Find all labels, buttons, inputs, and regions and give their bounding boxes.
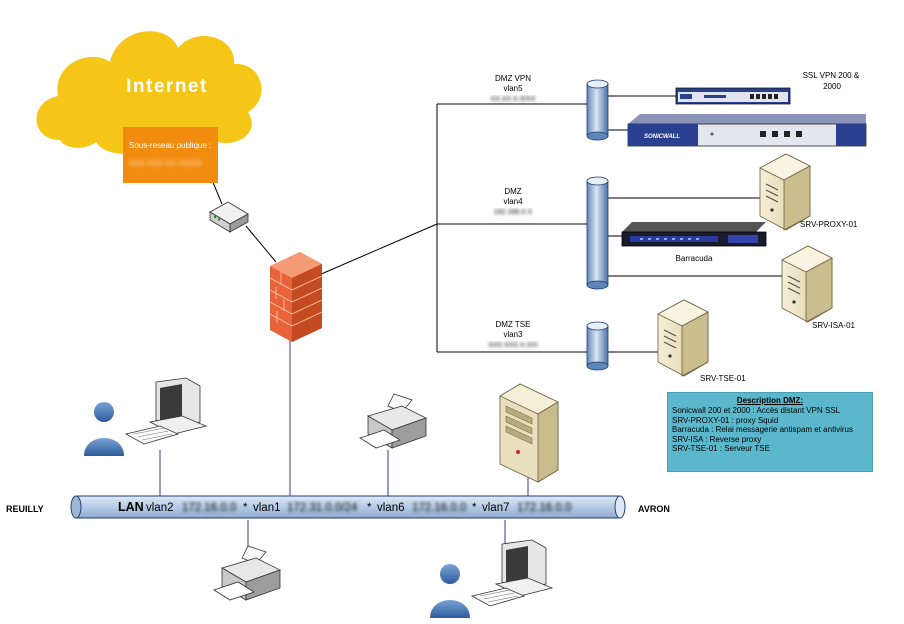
dmz-vpn-ip: XX.XX.X.X/XX	[490, 96, 535, 103]
srv-proxy-server-icon	[759, 153, 811, 231]
dmz-vpn-title: DMZ VPN	[495, 74, 531, 83]
lan-tower-server-icon	[499, 383, 559, 483]
lan-title: LAN	[118, 500, 144, 514]
lan-vlan2: vlan2	[146, 502, 174, 514]
router-icon	[209, 201, 249, 233]
ssl-vpn-200-appliance	[675, 87, 791, 105]
ssl-vpn-2000-appliance: SONICWALL	[627, 114, 867, 147]
public-subnet-label: Sous-reseau publique :	[129, 141, 212, 150]
lan-sep-2: *	[367, 502, 372, 514]
connection-lines	[211, 95, 782, 353]
srv-isa-label: SRV-ISA-01	[812, 321, 856, 330]
srv-tse-label: SRV-TSE-01	[700, 374, 746, 383]
lan-bus	[70, 495, 626, 519]
ssl-vpn-label-line2: 2000	[823, 82, 841, 91]
dmz-description-line: Sonicwall 200 et 2000 : Accès distant VP…	[672, 406, 841, 415]
lan-vlan1-ip: 172.31.0.0/24	[287, 502, 358, 514]
dmz-pipe	[586, 176, 609, 290]
internet-cloud: Internet	[36, 31, 262, 154]
dmz-description-box: Description DMZ: Sonicwall 200 et 2000 :…	[667, 392, 873, 472]
lan-labels: LAN vlan2 172.16.0.0 * vlan1 172.31.0.0/…	[118, 500, 571, 514]
dmz-tse-title: DMZ TSE	[496, 320, 531, 329]
dmz-tse-pipe	[586, 321, 609, 371]
dmz-description-line: SRV-ISA : Reverse proxy	[672, 434, 762, 444]
lan-vlan6: vlan6	[377, 502, 405, 514]
lan-vlan7: vlan7	[482, 502, 510, 514]
dmz-description-title: Description DMZ:	[736, 396, 804, 405]
lan-vlan2-ip: 172.16.0.0	[182, 502, 236, 514]
dmz-description-line: Barracuda : Relai messagerie antispam et…	[672, 425, 853, 435]
lan-vlan7-ip: 172.16.0.0	[517, 502, 571, 514]
internet-label: Internet	[126, 76, 208, 97]
lan-vlan1: vlan1	[253, 502, 281, 514]
srv-proxy-label: SRV-PROXY-01	[800, 220, 858, 229]
lan-vlan6-ip: 172.16.0.0	[412, 502, 466, 514]
lan-sep-3: *	[472, 502, 477, 514]
printer-icon-reuilly	[359, 393, 428, 449]
printer-icon-lan	[213, 545, 282, 601]
firewall-icon	[269, 252, 323, 342]
barracuda-appliance	[621, 222, 767, 247]
site-avron-label: AVRON	[638, 504, 670, 514]
sonicwall-brand: SONICWALL	[644, 134, 680, 140]
dmz-tse-ip: XXX.XXX.X.X/X	[488, 342, 538, 349]
lan-sep-1: *	[243, 502, 248, 514]
srv-tse-server-icon	[657, 299, 709, 377]
barracuda-label: Barracuda	[676, 254, 713, 263]
workstation-user-icon-avron	[430, 539, 554, 618]
ssl-vpn-label: SSL VPN 200 & 2000	[803, 71, 862, 91]
ssl-vpn-label-line1: SSL VPN 200 &	[803, 71, 860, 80]
dmz-title: DMZ	[504, 187, 521, 196]
dmz-vpn-vlan: vlan5	[503, 84, 523, 93]
public-subnet-ip: XXX.XXX.XX.XX/XX	[129, 159, 202, 168]
dmz-tse-vlan: vlan3	[503, 330, 523, 339]
workstation-user-icon-reuilly	[84, 377, 208, 456]
dmz-vpn-pipe	[586, 79, 609, 141]
dmz-ip: 192.168.X.X	[494, 209, 533, 216]
srv-isa-server-icon	[781, 245, 833, 323]
public-subnet-box: Sous-reseau publique : XXX.XXX.XX.XX/XX	[123, 127, 218, 183]
dmz-vlan: vlan4	[503, 197, 523, 206]
dmz-description-line: SRV-PROXY-01 : proxy Squid	[672, 415, 779, 425]
site-reuilly-label: REUILLY	[6, 504, 44, 514]
dmz-description-line: SRV-TSE-01 : Serveur TSE	[672, 444, 770, 454]
